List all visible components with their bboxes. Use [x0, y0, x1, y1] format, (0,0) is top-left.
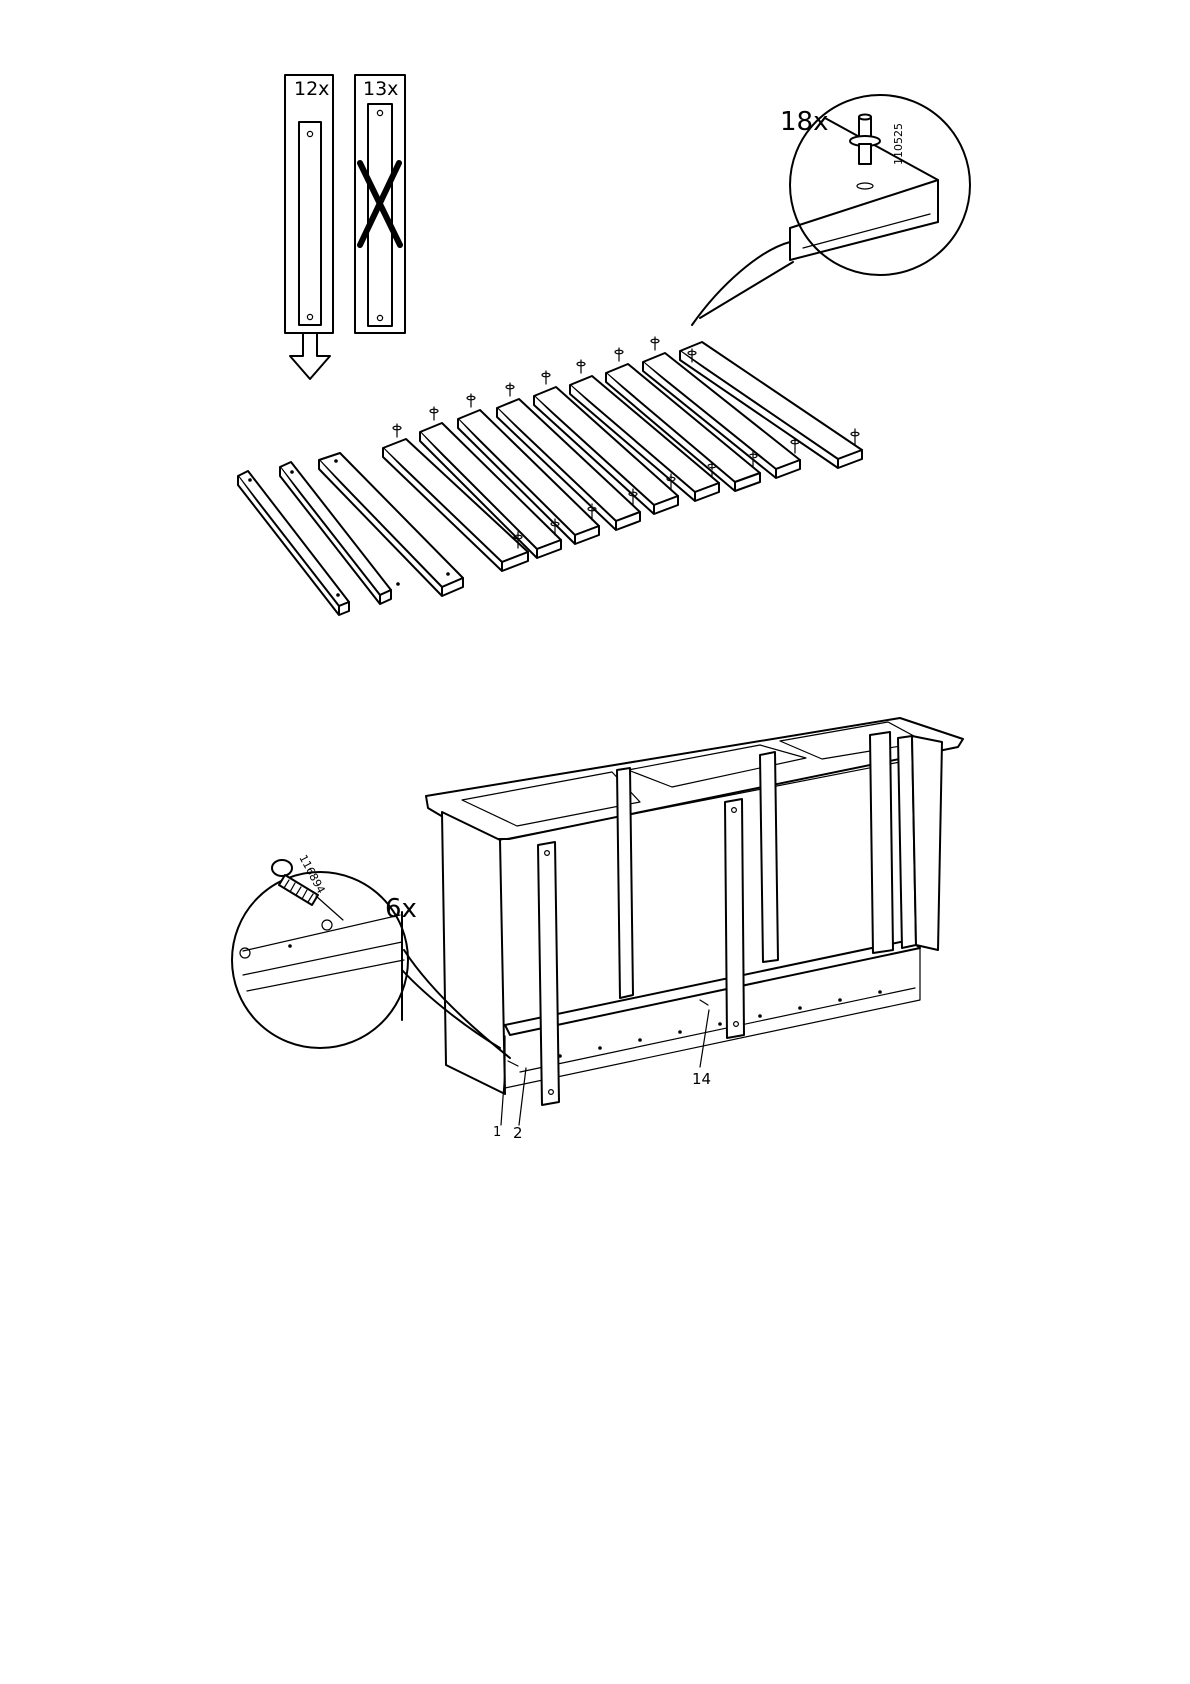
down-arrow-icon — [290, 333, 330, 379]
rail-holes — [558, 990, 882, 1058]
dowel-quantity-label: 18x — [780, 109, 828, 135]
dowel-part-number-label: 110525 — [893, 123, 904, 165]
slat-discard-panel — [355, 75, 405, 333]
slats-group — [238, 337, 862, 615]
dowel-detail-magnifier — [692, 95, 970, 325]
slat-keep-quantity-label: 12x — [294, 80, 329, 99]
screw-quantity-label: 6x — [385, 896, 417, 922]
callout-label-2: 2 — [513, 1126, 523, 1141]
slat-keep-panel — [285, 75, 333, 333]
dowel-icon — [850, 115, 880, 165]
frame-assembly — [426, 718, 963, 1105]
callout-label-1: 1 — [493, 1126, 501, 1139]
slat-discard-quantity-label: 13x — [363, 80, 398, 99]
callout-label-14: 14 — [692, 1072, 711, 1087]
slat-selection-panels — [285, 75, 405, 379]
